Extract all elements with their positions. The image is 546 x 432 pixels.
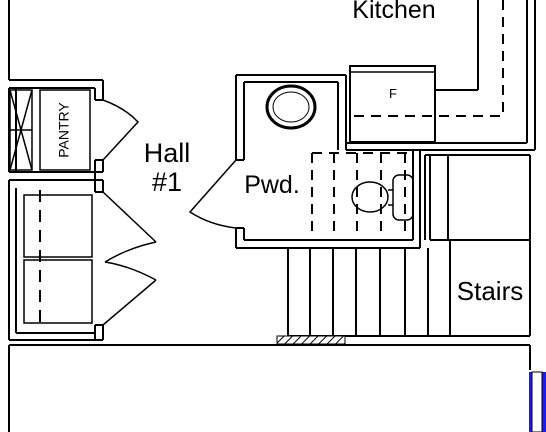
kitchen-upper-cabinets bbox=[354, 0, 504, 117]
stair-overhead bbox=[311, 152, 412, 238]
fridge bbox=[349, 65, 436, 143]
kitchen-counter bbox=[435, 0, 479, 91]
closet-doors bbox=[102, 191, 157, 326]
stairs-label: Stairs bbox=[457, 276, 523, 306]
pantry-door bbox=[102, 99, 140, 161]
pantry-box bbox=[39, 89, 91, 171]
sink bbox=[265, 84, 317, 130]
walls bbox=[8, 0, 536, 432]
stair-wall-hatch bbox=[276, 335, 346, 345]
pantry-label: PANTRY bbox=[56, 102, 72, 158]
powder-label: Pwd. bbox=[244, 171, 300, 199]
hall-label-line1: Hall bbox=[144, 138, 191, 168]
toilet bbox=[351, 174, 414, 221]
pantry-shelf bbox=[9, 89, 33, 171]
powder-door bbox=[188, 159, 237, 229]
closet-shelves bbox=[23, 194, 93, 324]
fridge-label: F bbox=[389, 86, 397, 101]
kitchen-label: Kitchen bbox=[352, 0, 435, 24]
hall-label-line2: #1 bbox=[152, 167, 182, 197]
